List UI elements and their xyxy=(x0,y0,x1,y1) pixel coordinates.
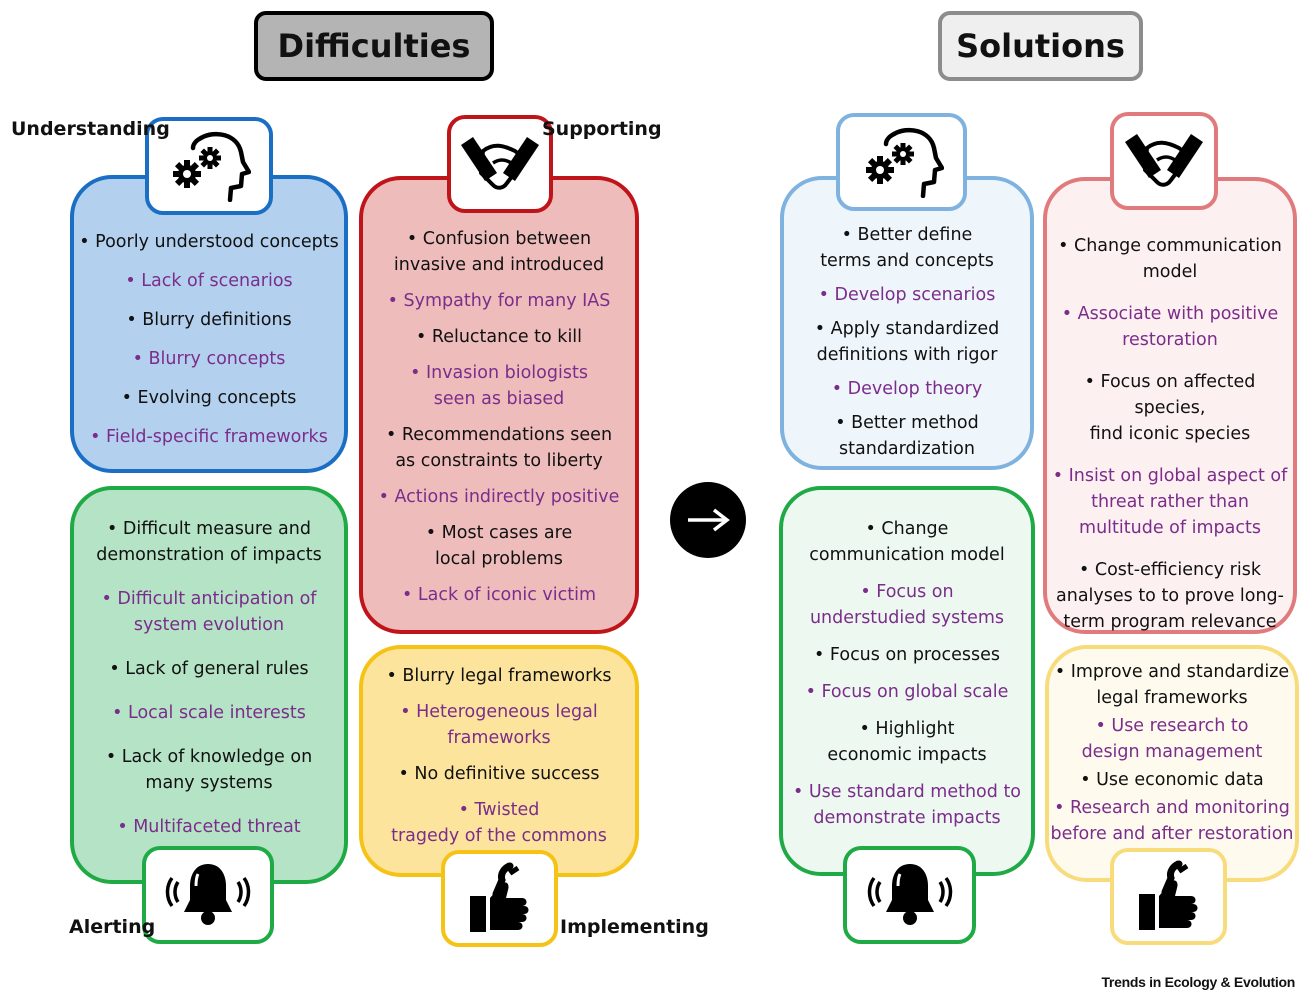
bullet-item: • No definitive success xyxy=(398,764,600,784)
difficulties-implementing-box: • Blurry legal frameworks • Heterogeneous… xyxy=(359,645,639,877)
solutions-understanding-list: • Better define terms and concepts • Deve… xyxy=(784,222,1030,462)
bullet-item: • Insist on global aspect of threat rath… xyxy=(1052,466,1288,538)
bullet-item: • Apply standardized definitions with ri… xyxy=(814,319,1000,365)
solutions-implementing-list: • Improve and standardize legal framewor… xyxy=(1049,659,1295,847)
bullet-item: • Invasion biologists seen as biased xyxy=(410,363,588,409)
bullet-item: • Improve and standardize legal framewor… xyxy=(1054,662,1290,708)
bullet-item: • Better method standardization xyxy=(835,413,979,459)
bullet-item: • Evolving concepts xyxy=(121,388,297,408)
difficulties-understanding-list: • Poorly understood concepts • Lack of sc… xyxy=(74,229,344,450)
thumbs-up-wrench-icon xyxy=(469,862,528,932)
bullet-item: • Lack of general rules xyxy=(109,659,309,679)
difficulties-title: Difficulties xyxy=(277,27,471,65)
solutions-alerting-box: • Change communication model • Focus on u… xyxy=(779,486,1035,876)
bullet-item: • Change communication model xyxy=(1058,236,1282,282)
bell-icon xyxy=(867,864,952,925)
difficulties-understanding-tab xyxy=(145,117,273,215)
label-understanding: Understanding xyxy=(11,118,170,140)
solutions-supporting-box: • Change communication model • Associate … xyxy=(1043,177,1297,634)
bullet-item: • Focus on affected species, find iconic… xyxy=(1084,372,1256,444)
label-implementing: Implementing xyxy=(560,916,709,938)
difficulties-supporting-list: • Confusion between invasive and introdu… xyxy=(363,226,635,608)
difficulties-supporting-tab xyxy=(447,115,553,213)
thumbs-up-wrench-icon xyxy=(1138,860,1197,930)
bullet-item: • Blurry concepts xyxy=(132,349,286,369)
handshake-icon xyxy=(461,137,539,190)
bullet-item: • Research and monitoring before and aft… xyxy=(1050,798,1294,844)
bell-icon xyxy=(165,864,251,925)
bullet-item: • Use economic data xyxy=(1080,770,1264,790)
bullet-item: • Develop theory xyxy=(831,379,983,399)
bullet-item: • Change communication model xyxy=(809,519,1005,565)
solutions-understanding-box: • Better define terms and concepts • Deve… xyxy=(780,176,1034,470)
solutions-alerting-tab xyxy=(843,846,976,944)
difficulties-alerting-list: • Difficult measure and demonstration of… xyxy=(74,516,344,840)
bullet-item: • Reluctance to kill xyxy=(415,327,583,347)
bullet-item: • Develop scenarios xyxy=(818,285,996,305)
bullet-item: • Heterogeneous legal frameworks xyxy=(400,702,598,748)
bullet-item: • Blurry legal frameworks xyxy=(386,666,612,686)
label-alerting: Alerting xyxy=(69,916,156,938)
bullet-item: • Lack of scenarios xyxy=(125,271,293,291)
journal-credit: Trends in Ecology & Evolution xyxy=(1101,974,1295,990)
difficulties-implementing-list: • Blurry legal frameworks • Heterogeneous… xyxy=(363,663,635,849)
solutions-supporting-tab xyxy=(1110,112,1218,210)
bullet-item: • Poorly understood concepts xyxy=(79,232,339,252)
difficulties-alerting-box: • Difficult measure and demonstration of… xyxy=(70,486,348,884)
bullet-item: • Most cases are local problems xyxy=(425,523,573,569)
bullet-item: • Highlight economic impacts xyxy=(827,719,987,765)
solutions-alerting-list: • Change communication model • Focus on u… xyxy=(783,516,1031,831)
bullet-item: • Cost-efficiency risk analyses to to pr… xyxy=(1056,560,1284,632)
label-supporting: Supporting xyxy=(542,118,662,140)
bullet-item: • Multifaceted threat xyxy=(117,817,301,837)
difficulties-alerting-tab xyxy=(142,846,274,944)
bullet-item: • Local scale interests xyxy=(112,703,306,723)
bullet-item: • Use standard method to demonstrate imp… xyxy=(792,782,1022,828)
bullet-item: • Sympathy for many IAS xyxy=(387,291,611,311)
bullet-item: • Focus on understudied systems xyxy=(809,582,1005,628)
bullet-item: • Better define terms and concepts xyxy=(820,225,994,271)
difficulties-understanding-box: • Poorly understood concepts • Lack of sc… xyxy=(70,175,348,473)
solutions-title: Solutions xyxy=(956,27,1125,65)
bullet-item: • Confusion between invasive and introdu… xyxy=(393,229,605,275)
bullet-item: • Lack of iconic victim xyxy=(401,585,597,605)
bullet-item: • Field-specific frameworks xyxy=(90,427,328,447)
bullet-item: • Recommendations seen as constraints to… xyxy=(385,425,613,471)
solutions-header: Solutions xyxy=(938,11,1143,81)
bullet-item: • Associate with positive restoration xyxy=(1061,304,1279,350)
head-gears-icon xyxy=(865,127,944,198)
arrow-right-icon xyxy=(670,482,746,558)
bullet-item: • Use research to design management xyxy=(1081,716,1263,762)
bullet-item: • Blurry definitions xyxy=(126,310,292,330)
bullet-item: • Actions indirectly positive xyxy=(378,487,620,507)
difficulties-implementing-tab xyxy=(441,850,558,947)
handshake-icon xyxy=(1125,134,1203,187)
solutions-implementing-box: • Improve and standardize legal framewor… xyxy=(1045,645,1299,882)
bullet-item: • Difficult anticipation of system evolu… xyxy=(101,589,317,635)
difficulties-header: Difficulties xyxy=(254,11,494,81)
solutions-supporting-list: • Change communication model • Associate … xyxy=(1047,233,1293,635)
solutions-implementing-tab xyxy=(1110,848,1227,945)
bullet-item: • Focus on global scale xyxy=(805,682,1009,702)
head-gears-icon xyxy=(173,131,251,202)
bullet-item: • Focus on processes xyxy=(814,645,1000,665)
solutions-understanding-tab xyxy=(836,113,967,211)
bullet-item: • Lack of knowledge on many systems xyxy=(105,747,313,793)
difficulties-supporting-box: • Confusion between invasive and introdu… xyxy=(359,176,639,634)
bullet-item: • Difficult measure and demonstration of… xyxy=(96,519,322,565)
bullet-item: • Twisted tragedy of the commons xyxy=(391,800,607,846)
